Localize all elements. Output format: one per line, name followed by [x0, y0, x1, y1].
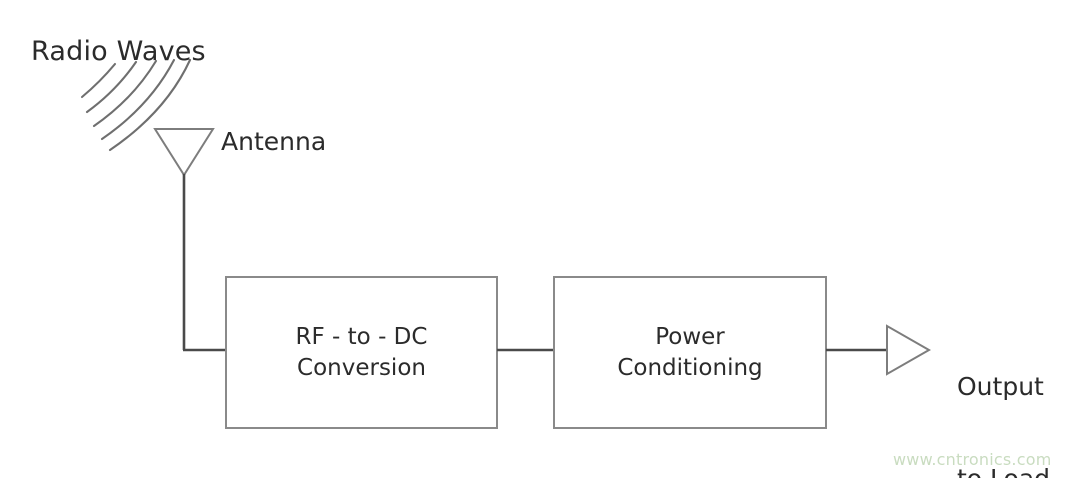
antenna-label: Antenna [221, 127, 327, 156]
radio-wave-arc-4 [100, 58, 176, 141]
radio-waves-label: Radio Waves [31, 36, 206, 67]
radio-wave-arc-1 [80, 62, 117, 99]
block-power-conditioning-line2: Conditioning [617, 354, 763, 381]
output-label-line1: Output [957, 372, 1044, 401]
output-triangle-icon [886, 324, 932, 376]
block-power-conditioning-line1: Power [655, 324, 725, 351]
radio-wave-arcs [80, 58, 192, 152]
output-to-load-label: Output to Load [957, 311, 1050, 478]
block-rf-to-dc-line1: RF - to - DC [295, 324, 428, 351]
site-watermark: www.cntronics.com [893, 450, 1052, 469]
antenna-triangle-icon [153, 128, 215, 177]
block-rf-to-dc-label: RF - to - DC Conversion [226, 277, 497, 428]
block-power-conditioning-label: Power Conditioning [554, 277, 826, 428]
radio-wave-arc-2 [85, 60, 138, 114]
radio-wave-arc-3 [92, 59, 158, 128]
radio-wave-arc-5 [108, 58, 192, 152]
block-power-conditioning-rect [553, 276, 827, 429]
block-rf-to-dc-line2: Conversion [297, 354, 426, 381]
block-rf-to-dc-rect [225, 276, 498, 429]
output-label-line2: to Load [957, 463, 1051, 478]
